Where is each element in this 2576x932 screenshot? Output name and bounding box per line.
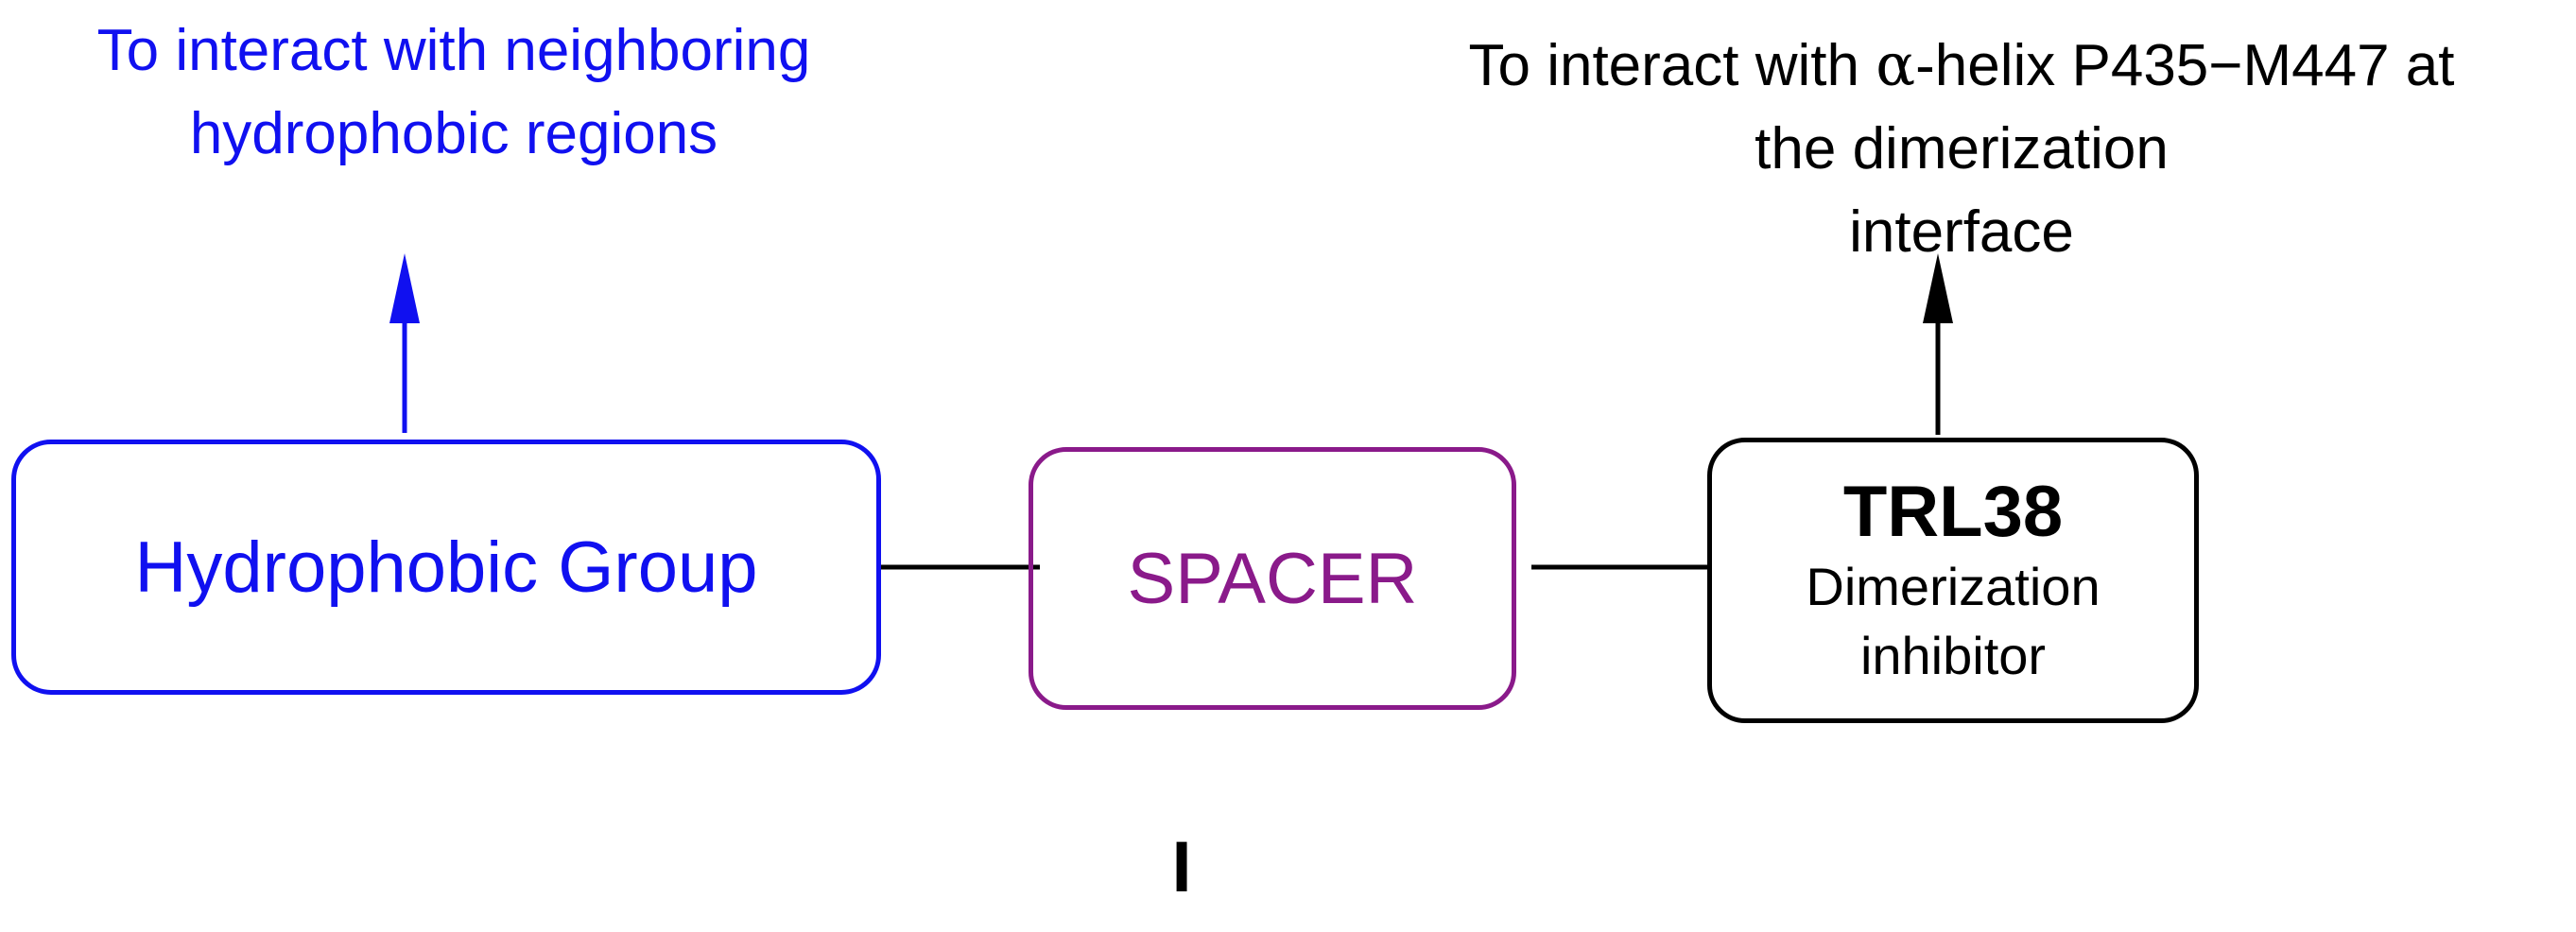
- helix-annotation-line2: the dimerization: [1755, 116, 2169, 182]
- spacer-box: SPACER: [1029, 447, 1516, 710]
- compound-label: I: [1171, 827, 1192, 907]
- hydrophobic-annotation-line2: hydrophobic regions: [189, 101, 718, 167]
- trl38-title: TRL38: [1842, 471, 2064, 552]
- hydrophobic-annotation-line1: To interact with neighboring: [96, 18, 811, 83]
- helix-annotation-line1: To interact with α-helix P435−M447 at: [1352, 24, 2571, 108]
- trl38-box: TRL38 Dimerization inhibitor: [1707, 438, 2199, 723]
- hydrophobic-arrow-head: [389, 253, 420, 323]
- helix-annotation: To interact with α-helix P435−M447 at th…: [1352, 24, 2571, 274]
- helix-annotation-prefix: To interact with: [1468, 33, 1876, 98]
- spacer-label: SPACER: [1127, 538, 1418, 619]
- helix-annotation-suffix: -helix P435−M447 at: [1915, 33, 2455, 98]
- trl38-line1: Dimerization: [1806, 556, 2101, 616]
- helix-arrow-head: [1923, 253, 1953, 323]
- hydrophobic-group-label: Hydrophobic Group: [134, 526, 758, 608]
- trl38-line2: inhibitor: [1859, 625, 2047, 685]
- hydrophobic-annotation: To interact with neighboring hydrophobic…: [9, 9, 898, 176]
- hydrophobic-group-box: Hydrophobic Group: [11, 440, 881, 695]
- alpha-symbol: α: [1876, 30, 1916, 99]
- helix-annotation-line3: interface: [1849, 199, 2074, 266]
